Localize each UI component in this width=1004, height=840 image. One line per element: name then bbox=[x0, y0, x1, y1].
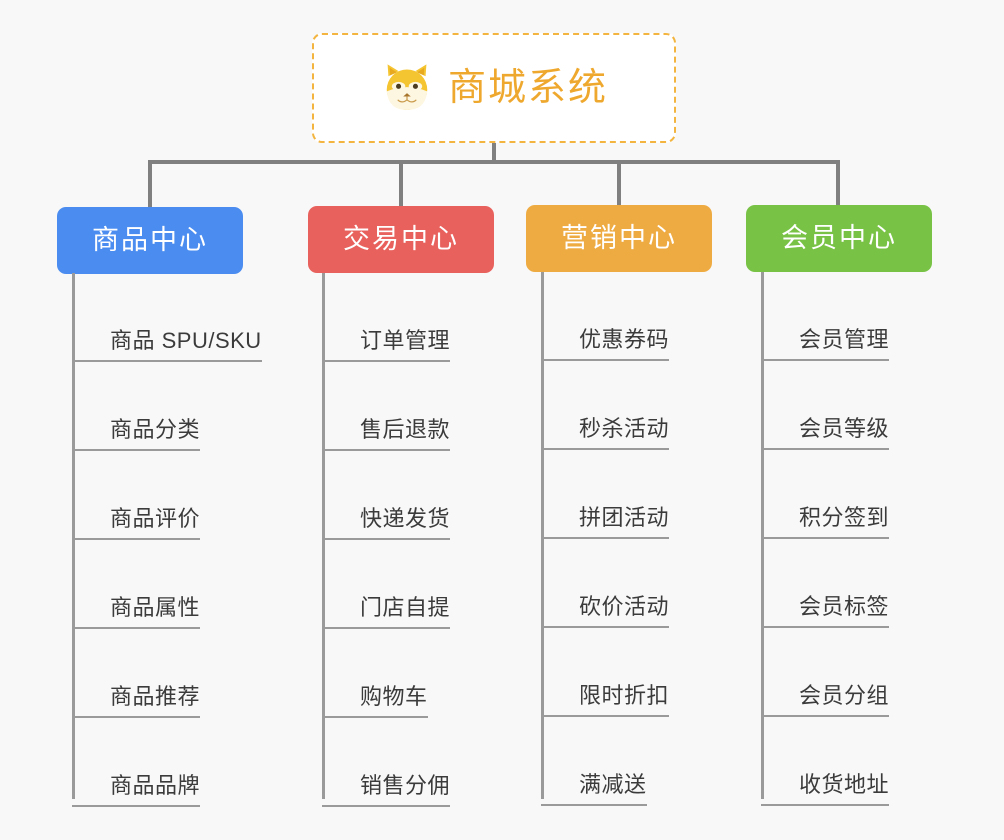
leaf-label: 商品 SPU/SKU bbox=[110, 327, 262, 353]
leaf-item[interactable]: 商品属性 bbox=[72, 540, 201, 629]
connector-drop-branch-3 bbox=[617, 160, 621, 207]
leaf-label: 会员分组 bbox=[799, 682, 890, 708]
leaf-item[interactable]: 商品 SPU/SKU bbox=[72, 273, 262, 362]
leaf-label: 购物车 bbox=[360, 683, 428, 709]
leaf-spine bbox=[322, 273, 325, 799]
branch-header-trade-center[interactable]: 交易中心 bbox=[308, 206, 494, 273]
root-node[interactable]: 商城系统 bbox=[312, 33, 676, 143]
branch-header-label: 商品中心 bbox=[92, 225, 208, 255]
connector-root-stem bbox=[492, 143, 496, 163]
branch-header-label: 营销中心 bbox=[561, 223, 677, 253]
leaf-label: 商品分类 bbox=[110, 416, 201, 442]
leaf-item[interactable]: 购物车 bbox=[322, 629, 428, 718]
connector-drop-branch-2 bbox=[399, 160, 403, 207]
leaf-item[interactable]: 订单管理 bbox=[322, 273, 451, 362]
leaf-item[interactable]: 收货地址 bbox=[761, 717, 890, 806]
leaf-item[interactable]: 商品分类 bbox=[72, 362, 201, 451]
leaf-item[interactable]: 会员管理 bbox=[761, 272, 890, 361]
leaf-item[interactable]: 积分签到 bbox=[761, 450, 890, 539]
leaf-label: 会员标签 bbox=[799, 593, 890, 619]
leaf-item[interactable]: 限时折扣 bbox=[541, 628, 670, 717]
leaf-spine bbox=[761, 272, 764, 799]
leaf-label: 砍价活动 bbox=[579, 593, 670, 619]
branch-header-product-center[interactable]: 商品中心 bbox=[57, 207, 243, 274]
leaf-label: 商品属性 bbox=[110, 594, 201, 620]
branch-header-member-center[interactable]: 会员中心 bbox=[746, 205, 932, 272]
branch-header-label: 交易中心 bbox=[343, 224, 459, 254]
leaf-label: 秒杀活动 bbox=[579, 415, 670, 441]
leaf-label: 门店自提 bbox=[360, 594, 451, 620]
leaf-item[interactable]: 商品品牌 bbox=[72, 718, 201, 807]
connector-drop-branch-4 bbox=[836, 160, 840, 207]
leaf-item[interactable]: 销售分佣 bbox=[322, 718, 451, 807]
leaf-label: 优惠券码 bbox=[579, 326, 670, 352]
leaf-item[interactable]: 快递发货 bbox=[322, 451, 451, 540]
shiba-dog-emoji bbox=[380, 61, 434, 115]
leaf-item[interactable]: 拼团活动 bbox=[541, 450, 670, 539]
leaf-label: 销售分佣 bbox=[360, 772, 451, 798]
leaf-item[interactable]: 砍价活动 bbox=[541, 539, 670, 628]
leaf-item[interactable]: 会员等级 bbox=[761, 361, 890, 450]
leaf-item[interactable]: 满减送 bbox=[541, 717, 647, 806]
root-title: 商城系统 bbox=[447, 67, 608, 109]
branch-header-marketing-center[interactable]: 营销中心 bbox=[526, 205, 712, 272]
leaf-label: 商品评价 bbox=[110, 505, 201, 531]
connector-drop-branch-1 bbox=[148, 160, 152, 207]
leaf-spine bbox=[72, 273, 75, 799]
leaf-item[interactable]: 会员分组 bbox=[761, 628, 890, 717]
leaf-label: 拼团活动 bbox=[579, 504, 670, 530]
leaf-item[interactable]: 门店自提 bbox=[322, 540, 451, 629]
leaf-item[interactable]: 售后退款 bbox=[322, 362, 451, 451]
leaf-spine bbox=[541, 272, 544, 799]
leaf-item[interactable]: 秒杀活动 bbox=[541, 361, 670, 450]
leaf-label: 商品推荐 bbox=[110, 683, 201, 709]
leaf-label: 会员管理 bbox=[799, 326, 890, 352]
leaf-label: 订单管理 bbox=[360, 327, 451, 353]
leaf-item[interactable]: 优惠券码 bbox=[541, 272, 670, 361]
leaf-item[interactable]: 商品推荐 bbox=[72, 629, 201, 718]
leaf-label: 快递发货 bbox=[360, 505, 451, 531]
leaf-label: 商品品牌 bbox=[110, 772, 201, 798]
branch-header-label: 会员中心 bbox=[781, 223, 897, 253]
leaf-item[interactable]: 会员标签 bbox=[761, 539, 890, 628]
leaf-item[interactable]: 商品评价 bbox=[72, 451, 201, 540]
leaf-label: 限时折扣 bbox=[579, 682, 670, 708]
connector-horizontal-bar bbox=[150, 160, 838, 164]
leaf-label: 满减送 bbox=[579, 771, 647, 797]
leaf-label: 积分签到 bbox=[799, 504, 890, 530]
leaf-label: 会员等级 bbox=[799, 415, 890, 441]
leaf-label: 收货地址 bbox=[799, 771, 890, 797]
leaf-label: 售后退款 bbox=[360, 416, 451, 442]
